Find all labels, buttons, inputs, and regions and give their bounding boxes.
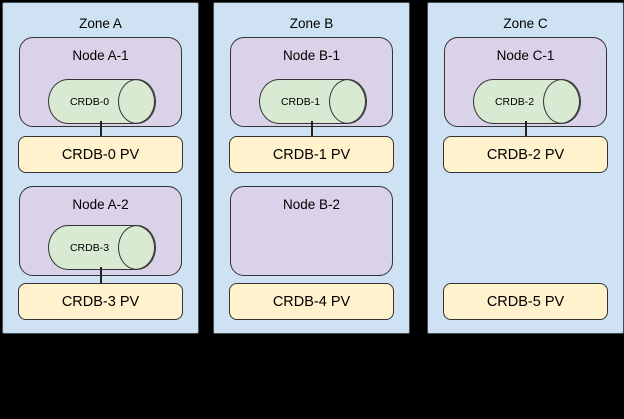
connector-crdb2-to-pv (525, 121, 527, 137)
node-a2-box: Node A-2 CRDB-3 (19, 186, 182, 276)
cylinder-cap (117, 78, 156, 124)
cylinder-cap (117, 224, 156, 270)
connector-crdb3-to-pv (100, 267, 102, 284)
node-b2-box: Node B-2 (230, 186, 393, 276)
crdb-5-pv-box: CRDB-5 PV (443, 283, 608, 320)
crdb-2-label: CRDB-2 (494, 95, 535, 108)
crdb-3-database-cylinder: CRDB-3 (48, 224, 156, 270)
crdb-4-pv-label: CRDB-4 PV (272, 293, 351, 310)
zone-b-label: Zone B (289, 16, 334, 31)
crdb-0-pv-label: CRDB-0 PV (61, 146, 140, 163)
node-b1-box: Node B-1 CRDB-1 (230, 37, 393, 127)
node-a1-box: Node A-1 CRDB-0 (19, 37, 182, 127)
node-b2-label: Node B-2 (282, 197, 341, 212)
zone-b: Zone B Node B-1 CRDB-1 CRDB-1 PV Node B-… (213, 2, 410, 334)
connector-crdb0-to-pv (100, 121, 102, 137)
crdb-1-pv-label: CRDB-1 PV (272, 146, 351, 163)
crdb-2-pv-label: CRDB-2 PV (486, 146, 565, 163)
zone-c: Zone C Node C-1 CRDB-2 CRDB-2 PV CRDB-5 … (427, 2, 624, 334)
crdb-3-pv-box: CRDB-3 PV (18, 283, 183, 320)
crdb-0-label: CRDB-0 (69, 95, 110, 108)
crdb-1-database-cylinder: CRDB-1 (259, 78, 367, 124)
crdb-3-pv-label: CRDB-3 PV (61, 293, 140, 310)
zone-a: Zone A Node A-1 CRDB-0 CRDB-0 PV Node A-… (2, 2, 199, 334)
cylinder-cap (328, 78, 367, 124)
crdb-2-database-cylinder: CRDB-2 (473, 78, 581, 124)
node-a1-label: Node A-1 (72, 48, 129, 63)
node-b1-label: Node B-1 (282, 48, 341, 63)
node-c1-box: Node C-1 CRDB-2 (444, 37, 607, 127)
crdb-1-label: CRDB-1 (280, 95, 321, 108)
crdb-0-database-cylinder: CRDB-0 (48, 78, 156, 124)
crdb-2-pv-box: CRDB-2 PV (443, 136, 608, 173)
zone-c-label: Zone C (503, 16, 548, 31)
crdb-5-pv-label: CRDB-5 PV (486, 293, 565, 310)
crdb-1-pv-box: CRDB-1 PV (229, 136, 394, 173)
node-c1-label: Node C-1 (496, 48, 555, 63)
crdb-3-label: CRDB-3 (69, 241, 110, 254)
connector-crdb1-to-pv (311, 121, 313, 137)
cylinder-cap (542, 78, 581, 124)
crdb-4-pv-box: CRDB-4 PV (229, 283, 394, 320)
zone-a-label: Zone A (79, 16, 122, 31)
crdb-0-pv-box: CRDB-0 PV (18, 136, 183, 173)
node-a2-label: Node A-2 (72, 197, 129, 212)
